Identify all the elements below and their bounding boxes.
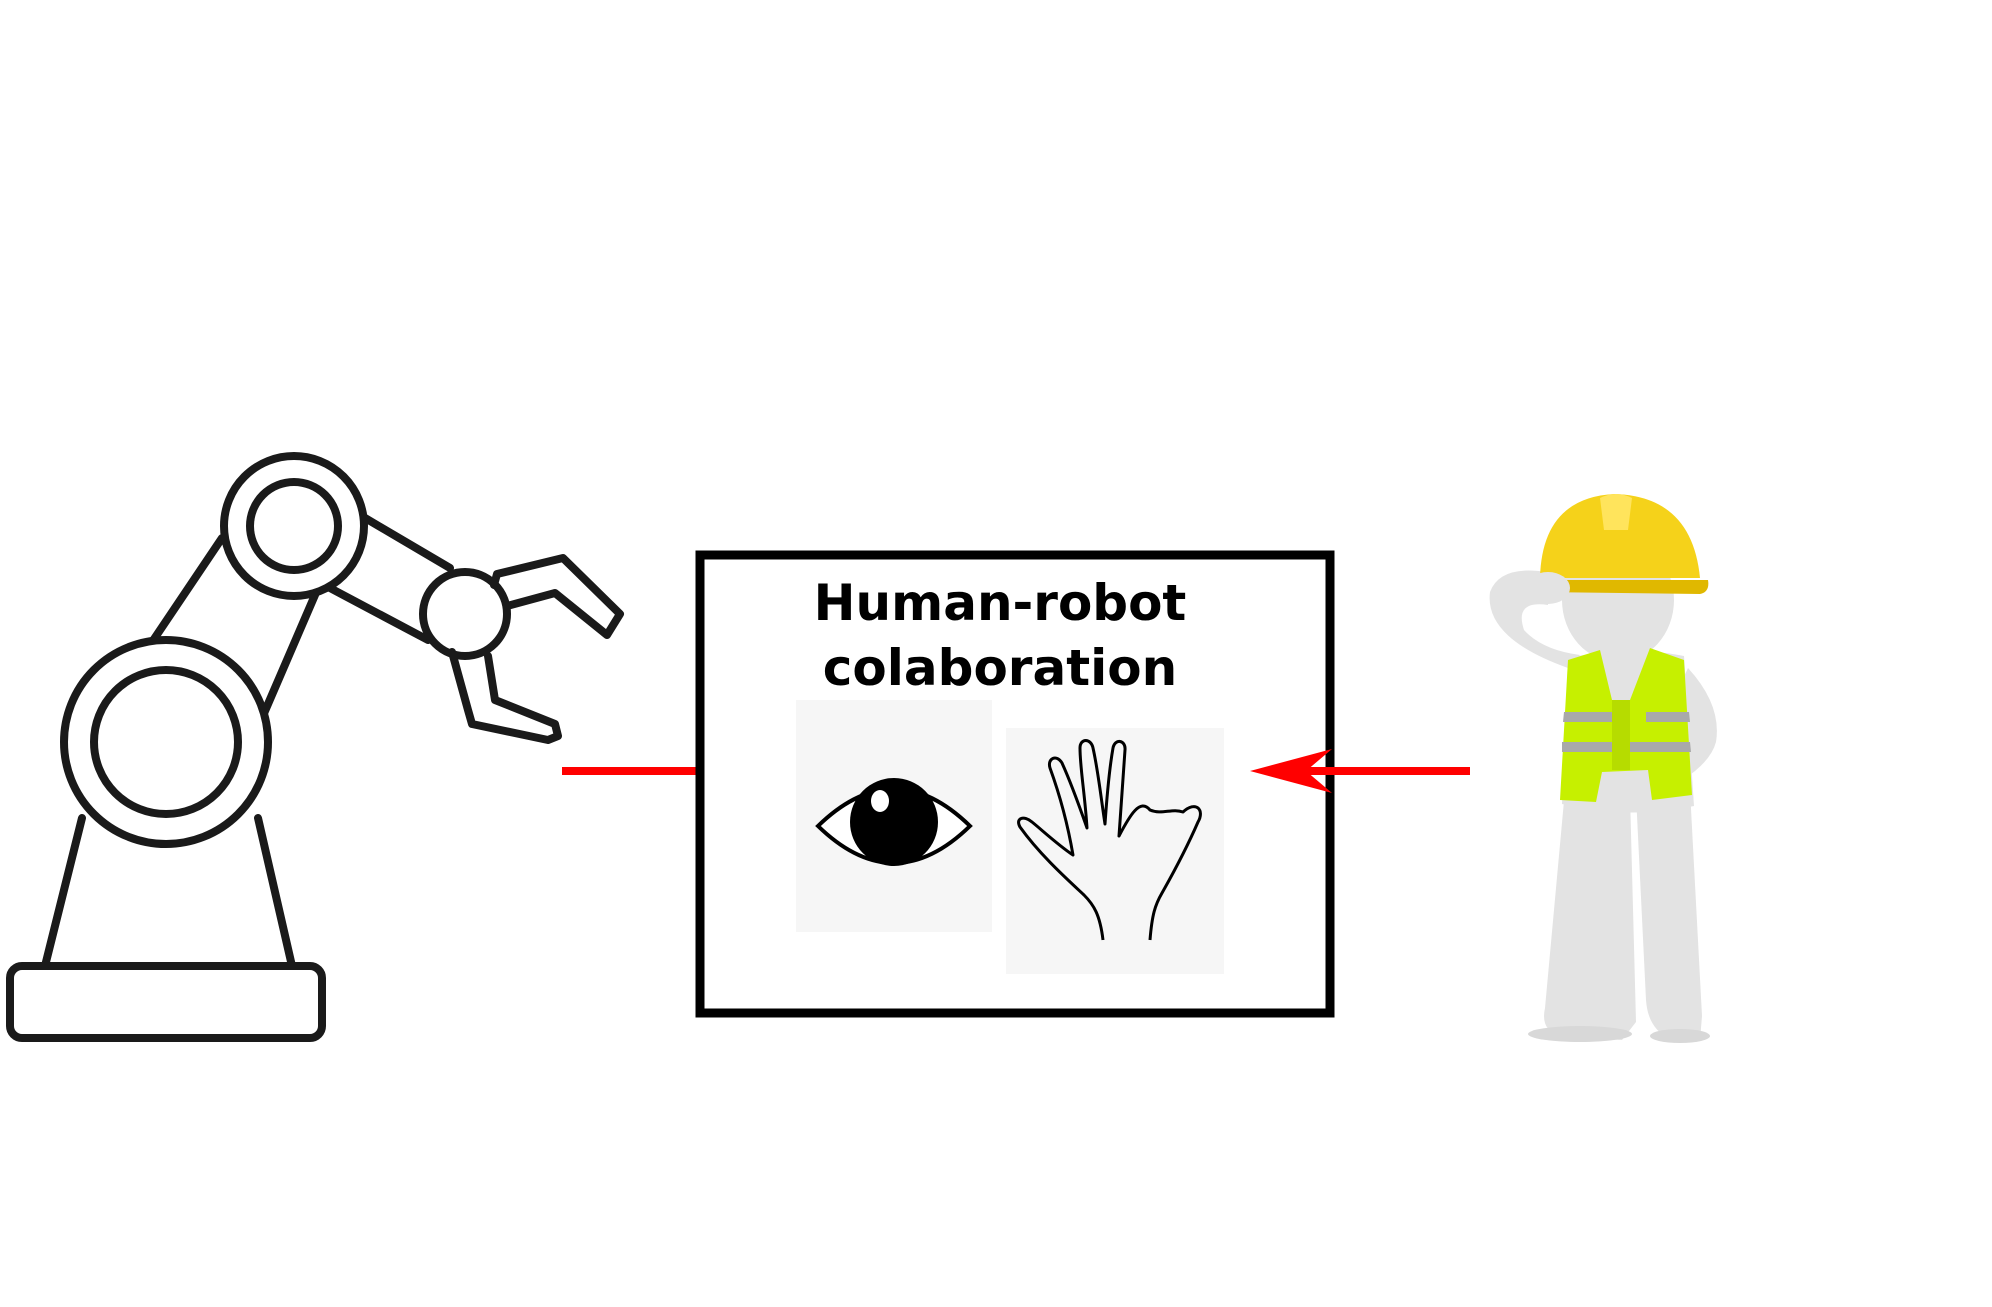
robotic-arm-icon [6,452,624,1042]
hand-icon [1006,728,1224,974]
title-line-2: colaboration [823,639,1177,697]
construction-worker-icon [1489,494,1717,1043]
title-line-1: Human-robot [814,574,1187,632]
eye-icon [796,700,992,932]
human-input-arrow [1250,749,1470,793]
